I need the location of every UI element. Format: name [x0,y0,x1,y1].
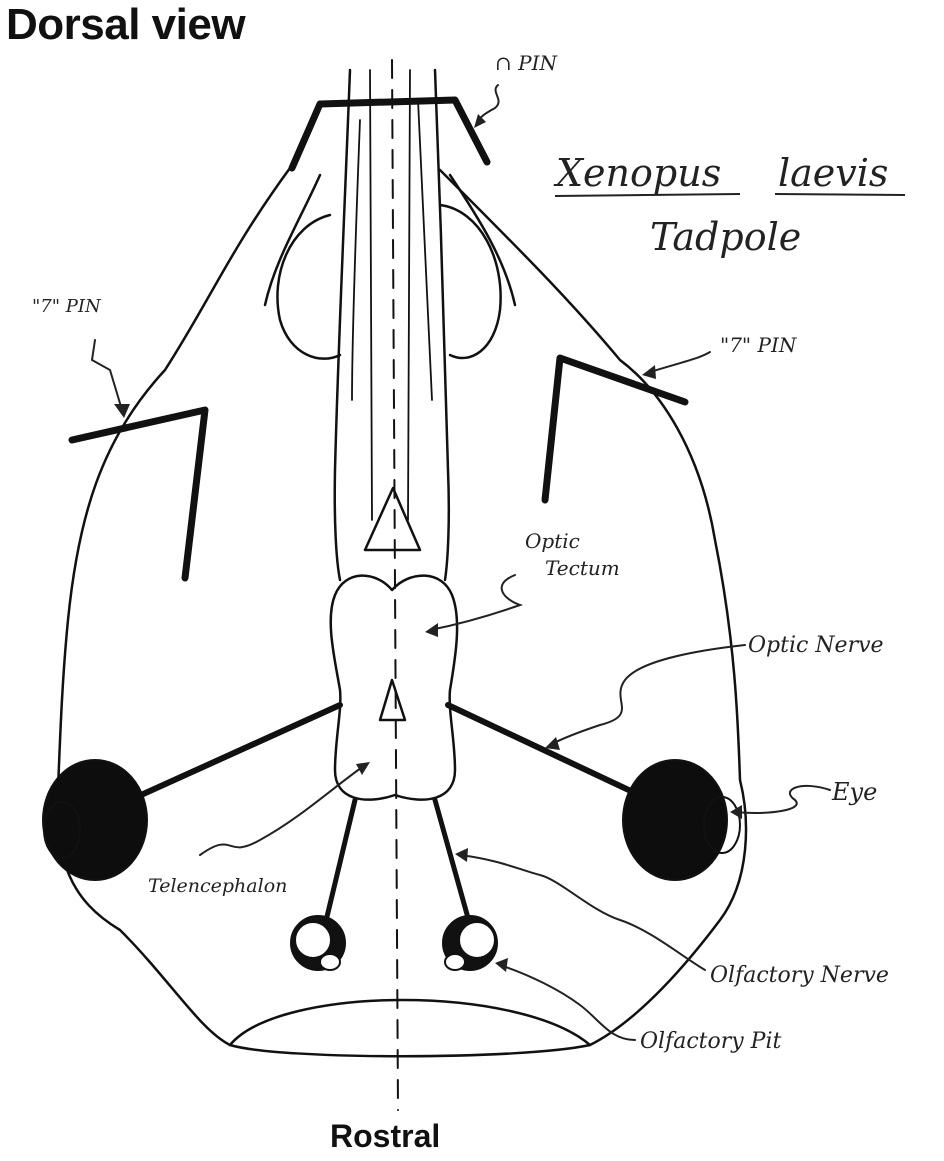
spinal-line-4 [352,120,360,400]
label-pin-left: "7" PIN [32,296,102,317]
rostral-oval [230,1000,590,1045]
orientation-label: Rostral [330,1118,440,1155]
spinal-line-3 [418,100,432,400]
epithet-underline [775,194,905,195]
tail-fold-right [450,175,515,305]
spinal-line-1 [370,70,372,520]
arrowhead-optic-nerve [545,737,560,750]
arrow-pin-right [650,352,710,372]
third-ventricle [380,680,405,720]
label-optic-tectum-2: Tectum [545,556,620,580]
label-olfactory-nerve: Olfactory Nerve [710,963,889,988]
arrow-optic-nerve [550,645,745,745]
species-epithet: laevis [778,151,888,195]
arrowhead-top [474,114,486,128]
label-optic-nerve: Optic Nerve [748,633,884,658]
species-genus: Xenopus [553,151,721,195]
arrow-eye [735,786,830,813]
head-outline [58,168,746,1056]
label-pin-top: ∩ PIN [495,51,558,75]
olfactory-nerve-left [325,800,355,925]
olfactory-pit-right-small [445,954,465,970]
label-optic-tectum-1: Optic [525,529,580,553]
olfactory-pit-right-inner [459,922,495,958]
eye-right [623,760,727,880]
eye-left [43,760,147,880]
otic-left [277,215,340,359]
optic-nerve-right [448,705,650,800]
arrow-telencephalon [200,765,365,855]
pin-right [545,358,685,500]
hindbrain-right-edge [435,70,449,580]
otic-right [440,205,501,358]
label-pin-right: "7" PIN [720,333,798,357]
arrowhead-olfactory-pit [495,958,508,972]
arrowhead-telencephalon [356,762,370,775]
hindbrain-left-edge [335,70,350,580]
olfactory-pit-left-inner [295,922,331,958]
arrow-pin-top [478,85,499,122]
species-stage: Tadpole [650,215,801,259]
arrowhead-tectum [425,623,438,637]
ventricle-triangle [365,488,420,550]
arrow-pin-left [92,340,122,410]
label-olfactory-pit: Olfactory Pit [640,1029,782,1054]
label-telencephalon: Telencephalon [148,875,287,897]
optic-nerve-left [130,705,340,800]
spinal-line-2 [408,70,410,520]
arrowhead-left [114,404,130,418]
pin-top [292,100,487,168]
arrowhead-olfactory-nerve [455,848,468,862]
label-eye: Eye [831,778,877,806]
tail-fold-left [265,175,320,305]
arrowhead-right [642,365,656,379]
olfactory-pit-left-small [320,954,340,970]
olfactory-nerve-right [435,800,470,925]
